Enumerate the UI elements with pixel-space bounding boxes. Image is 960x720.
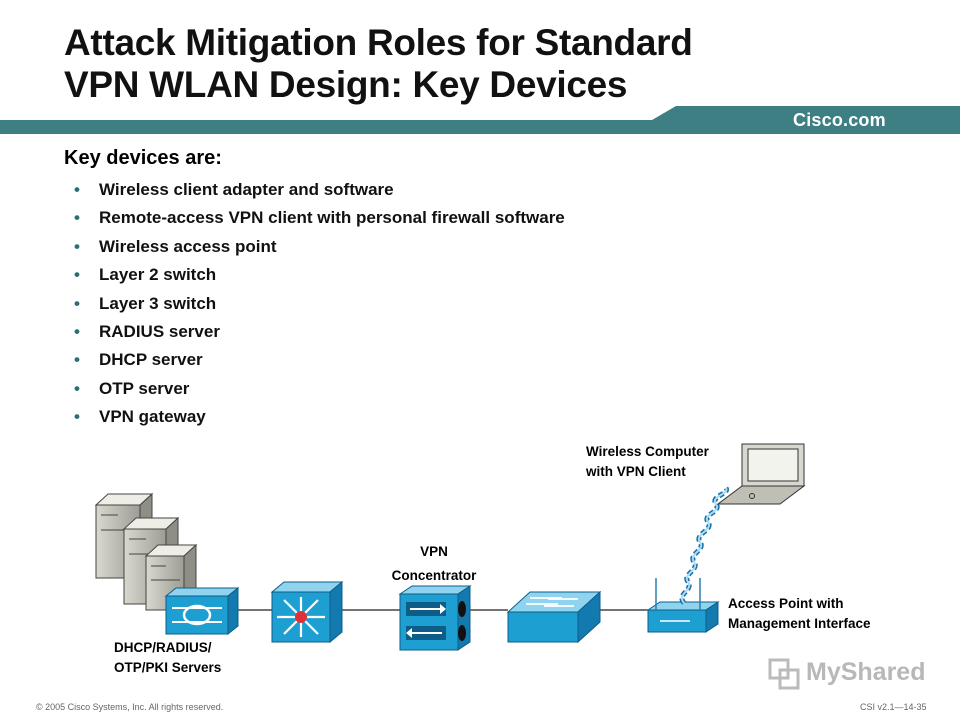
laptop-icon <box>716 443 806 505</box>
copyright-text: © 2005 Cisco Systems, Inc. All rights re… <box>36 702 224 712</box>
myshared-logo: MyShared <box>766 656 926 692</box>
list-item: •VPN gateway <box>74 403 565 431</box>
server-stack-icon <box>94 492 198 611</box>
logo-text: MyShared <box>806 658 926 686</box>
bullet-icon: • <box>74 407 80 427</box>
access-point-icon <box>646 578 720 633</box>
list-item: •Layer 3 switch <box>74 290 565 318</box>
list-item: •Layer 2 switch <box>74 261 565 289</box>
bullet-icon: • <box>74 350 80 370</box>
vpn-concentrator-label: VPN Concentrator <box>391 544 477 583</box>
list-item: •Wireless access point <box>74 233 565 261</box>
bullet-icon: • <box>74 378 80 398</box>
device-list: •Wireless client adapter and software •R… <box>74 176 565 432</box>
list-item: •Wireless client adapter and software <box>74 176 565 204</box>
slide-title-line-1: Attack Mitigation Roles for Standard <box>64 22 693 63</box>
cisco-brand[interactable]: Cisco.com <box>793 110 886 130</box>
bullet-icon: • <box>74 265 80 285</box>
laptop-label: Wireless Computer with VPN Client <box>586 444 709 479</box>
header-bar <box>0 106 960 134</box>
list-item: •Remote-access VPN client with personal … <box>74 204 565 232</box>
layer3-switch-icon <box>270 580 344 644</box>
servers-label: DHCP/RADIUS/ OTP/PKI Servers <box>114 640 222 675</box>
bullet-icon: • <box>74 180 80 199</box>
bullet-icon: • <box>74 208 80 228</box>
list-item: •DHCP server <box>74 346 565 374</box>
bullet-icon: • <box>74 236 80 256</box>
access-point-label: Access Point with Management Interface <box>728 596 871 631</box>
slide-title-line-2: VPN WLAN Design: Key Devices <box>64 64 628 105</box>
bullet-icon: • <box>74 321 80 341</box>
course-code: CSI v2.1—14-35 <box>860 702 927 712</box>
intro-text: Key devices are: <box>64 147 222 169</box>
content-switch-icon <box>164 586 240 636</box>
logo-mark-icon <box>768 658 800 690</box>
slide-title: Attack Mitigation Roles for Standard VPN… <box>64 22 924 106</box>
list-item: •OTP server <box>74 375 565 403</box>
vpn-concentrator-icon <box>398 585 472 651</box>
layer2-switch-icon <box>506 590 602 644</box>
list-item: •RADIUS server <box>74 318 565 346</box>
bullet-icon: • <box>74 293 80 313</box>
